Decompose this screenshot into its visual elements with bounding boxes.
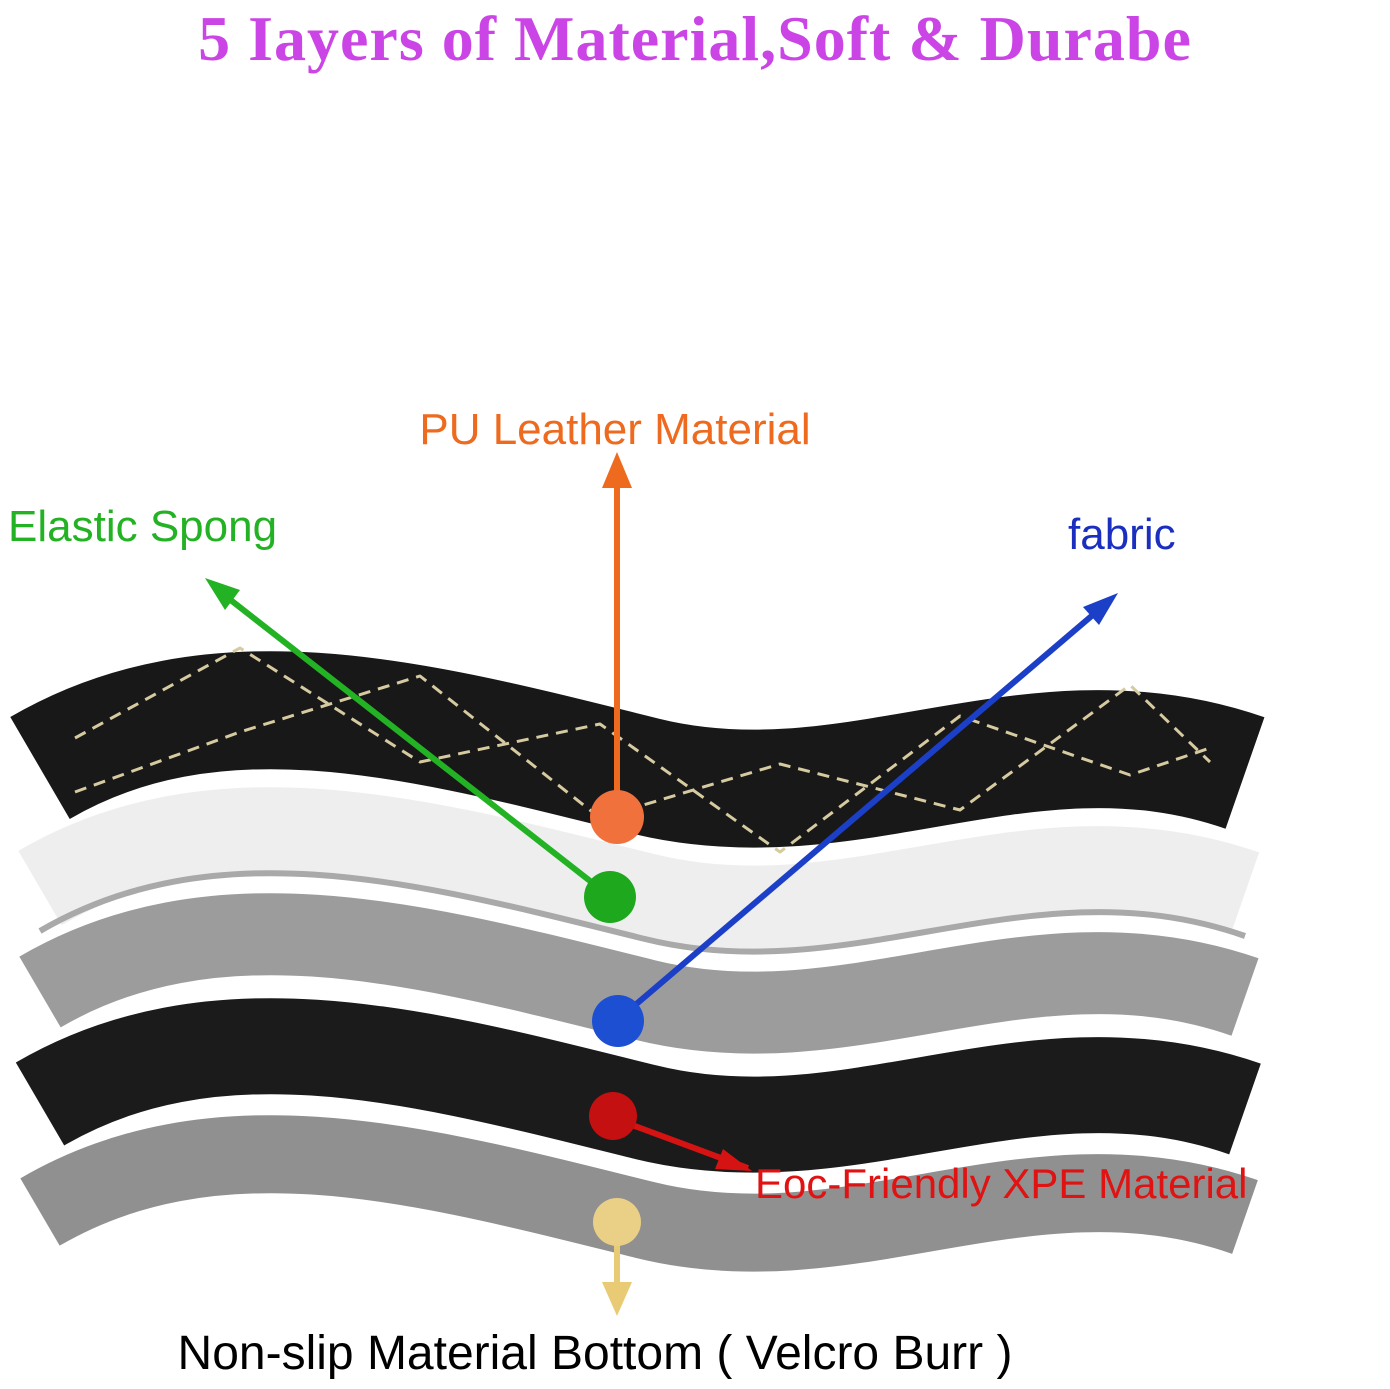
layer-stack: [10, 646, 1265, 1272]
label-elastic-spong: Elastic Spong: [8, 502, 278, 551]
layer-elastic-sponge: [18, 787, 1260, 952]
label-pu-leather: PU Leather Material: [419, 405, 811, 454]
elastic-spong-arrow-line: [212, 584, 610, 898]
label-xpe: Eoc-Friendly XPE Material: [755, 1160, 1248, 1207]
layer-xpe: [15, 998, 1261, 1173]
callouts: [205, 452, 1118, 1316]
label-fabric: fabric: [1068, 510, 1176, 559]
layer-pu-leather: [10, 651, 1265, 848]
sponge-bottom-shadow: [38, 870, 1246, 955]
xpe-arrowhead-icon: [715, 1149, 752, 1171]
non-slip-arrowhead-icon: [602, 1282, 632, 1316]
pu-leather-dot: [590, 790, 644, 844]
pu-leather-arrowhead-icon: [602, 452, 632, 488]
elastic-spong-dot: [584, 871, 636, 923]
leather-stitch-line: [74, 674, 1212, 820]
elastic-spong-arrowhead-icon: [205, 578, 240, 610]
xpe-dot: [589, 1092, 637, 1140]
non-slip-dot: [593, 1198, 641, 1246]
layer-non-slip-bottom: [20, 1115, 1258, 1272]
leather-stitch-line: [74, 646, 1211, 854]
fabric-arrowhead-icon: [1083, 593, 1118, 625]
label-non-slip-bottom: Non-slip Material Bottom ( Velcro Burr ): [177, 1327, 1013, 1380]
fabric-dot: [592, 995, 644, 1047]
fabric-arrow-line: [618, 599, 1110, 1021]
page-title: 5 Iayers of Material,Soft & Durabe: [198, 3, 1192, 74]
